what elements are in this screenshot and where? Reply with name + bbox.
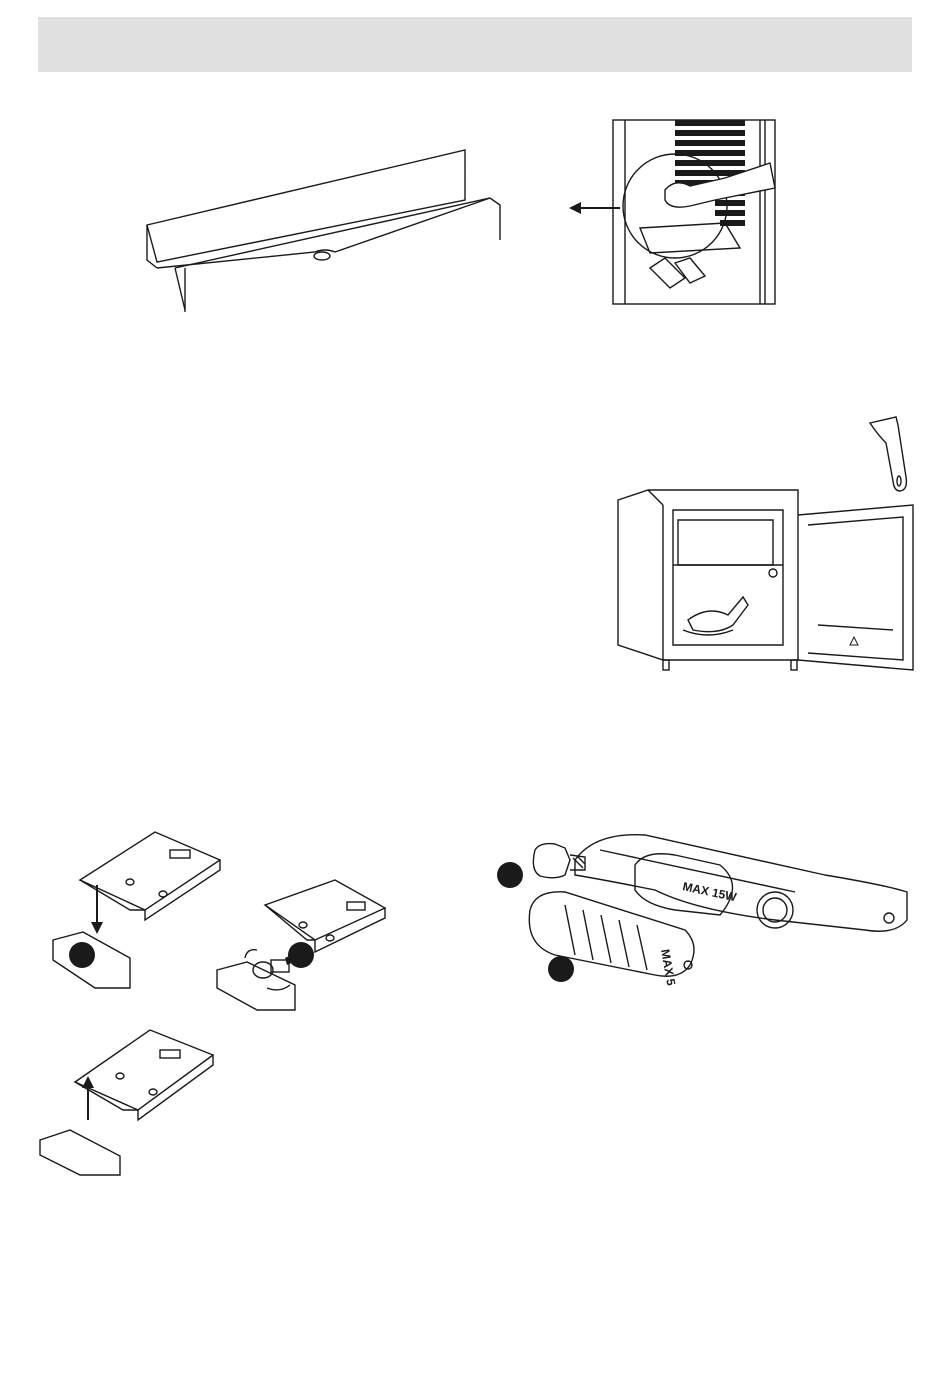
drain-channel-illustration [135,140,505,320]
plastic-scraper-icon [868,415,918,495]
step-badge [288,942,314,968]
housing-max-label: MAX 15W [681,879,738,904]
header-bar [38,17,912,72]
lamp-housing-illustration: MAX 15W MAX 5 [495,830,915,990]
lamp-cover-replacement-steps [35,830,395,1180]
open-fridge-defrost-illustration [608,485,918,680]
step-badge [497,862,523,888]
step-badge [548,956,574,982]
drain-hole-cleaning-illustration [565,118,780,306]
step-badge [69,942,95,968]
